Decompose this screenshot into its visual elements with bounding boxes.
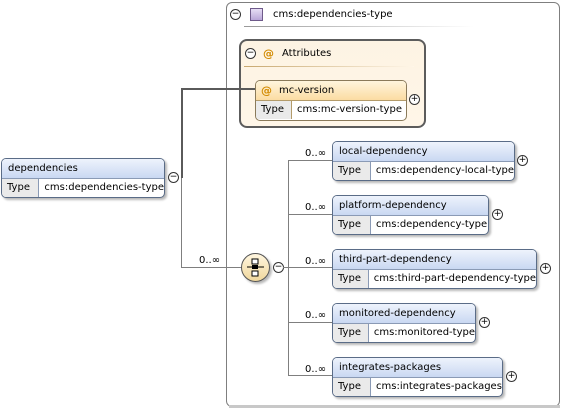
type-label: Type — [333, 216, 371, 234]
element-platform-dependency[interactable]: platform-dependency Type cms:dependency-t… — [332, 195, 489, 235]
connector — [283, 267, 332, 268]
child-multiplicity: 0..∞ — [305, 256, 327, 267]
complex-type-collapse-icon[interactable]: − — [230, 9, 241, 20]
attributes-collapse-icon[interactable]: − — [245, 48, 256, 59]
type-label: Type — [333, 378, 371, 396]
element-name: integrates-packages — [333, 358, 502, 378]
child-multiplicity: 0..∞ — [305, 364, 327, 375]
attribute-mc-version[interactable]: @ mc-version Type cms:mc-version-type — [255, 80, 407, 121]
element-monitored-dependency[interactable]: monitored-dependency Type cms:monitored-t… — [332, 303, 476, 343]
expand-icon[interactable]: + — [517, 155, 528, 166]
element-integrates-packages[interactable]: integrates-packages Type cms:integrates-p… — [332, 357, 503, 397]
type-value: cms:integrates-packages — [376, 381, 502, 392]
attribute-expand-icon[interactable]: + — [409, 94, 420, 105]
child-multiplicity: 0..∞ — [305, 310, 327, 321]
complex-type-header-rule — [244, 26, 474, 27]
type-value: cms:dependency-type — [376, 219, 488, 230]
type-value: cms:dependencies-type — [44, 182, 164, 193]
connector — [288, 375, 332, 376]
sequence-multiplicity: 0..∞ — [199, 255, 221, 266]
attribute-type: cms:mc-version-type — [297, 104, 402, 115]
element-local-dependency[interactable]: local-dependency Type cms:dependency-loca… — [332, 141, 515, 181]
child-multiplicity: 0..∞ — [305, 202, 327, 213]
connector — [181, 267, 241, 268]
element-name: monitored-dependency — [333, 304, 475, 324]
connector — [288, 160, 332, 161]
type-value: cms:dependency-local-type — [375, 165, 514, 176]
attributes-divider — [244, 66, 414, 67]
sequence-compositor-icon[interactable] — [241, 253, 270, 282]
sequence-glyph — [247, 258, 264, 277]
type-value: cms:third-part-dependency-type — [373, 273, 536, 284]
type-label: Type — [333, 270, 369, 288]
element-name: dependencies — [2, 159, 164, 179]
element-third-part-dependency[interactable]: third-part-dependency Type cms:third-part… — [332, 249, 537, 289]
attribute-at-icon: @ — [261, 84, 272, 97]
element-name: third-part-dependency — [333, 250, 536, 270]
connector — [288, 214, 332, 215]
type-label: Type — [333, 324, 369, 342]
child-multiplicity: 0..∞ — [305, 148, 327, 159]
type-label: Type — [333, 162, 371, 180]
type-label: Type — [2, 179, 40, 197]
element-name: platform-dependency — [333, 196, 488, 216]
expand-icon[interactable]: + — [540, 263, 551, 274]
expand-icon[interactable]: + — [506, 371, 517, 382]
attribute-name: mc-version — [279, 85, 335, 96]
expand-icon[interactable]: + — [492, 209, 503, 220]
connector — [181, 88, 183, 178]
type-value: cms:monitored-type — [373, 327, 475, 338]
attributes-at-icon: @ — [263, 47, 274, 60]
element-dependencies[interactable]: dependencies Type cms:dependencies-type — [1, 158, 165, 198]
attributes-label: Attributes — [282, 48, 332, 59]
expand-icon[interactable]: + — [479, 317, 490, 328]
connector — [181, 178, 182, 268]
connector — [288, 322, 332, 323]
connector — [181, 88, 255, 90]
complex-type-name: cms:dependencies-type — [273, 9, 393, 20]
attribute-type-label: Type — [256, 101, 292, 119]
complex-type-shadow — [229, 405, 560, 408]
root-collapse-icon[interactable]: − — [168, 172, 179, 183]
element-name: local-dependency — [333, 142, 514, 162]
complex-type-icon — [250, 8, 263, 21]
